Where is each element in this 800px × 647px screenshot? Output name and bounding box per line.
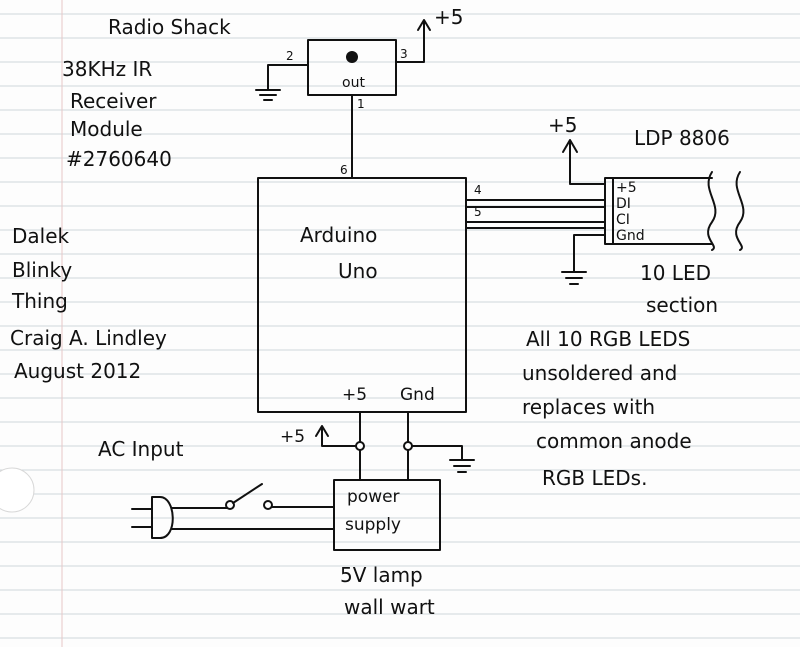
led-connector: [604, 177, 614, 245]
arduino-name: Arduino: [300, 223, 377, 247]
ir-module-label: Radio Shack 38KHz IR Receiver Module #27…: [62, 15, 231, 171]
ir-supply-label: +5: [434, 5, 463, 29]
led-supply-label: +5: [548, 113, 577, 137]
note-line3: replaces with: [522, 395, 655, 419]
power-section: AC Input power supply +5 5V lamp w: [98, 411, 475, 619]
ir-pin-ground: 2: [286, 49, 294, 63]
led-section-line1: 10 LED: [640, 261, 711, 285]
plus5-tap-label: +5: [280, 427, 305, 447]
ir-ground-wire: [267, 64, 309, 91]
title-line1: Dalek: [12, 224, 70, 248]
ir-label-line5: #2760640: [66, 147, 172, 171]
arduino-power-pin: +5: [342, 385, 367, 405]
ir-ground-symbol: [255, 89, 281, 101]
led-pin-ground: Gnd: [616, 228, 645, 244]
led-ground-wire: [573, 234, 606, 273]
ac-input-label: AC Input: [98, 437, 184, 461]
arduino-model: Uno: [338, 259, 378, 283]
ir-supply-arrow: [417, 19, 431, 31]
ground-node: [403, 441, 413, 451]
plus5-tap-arrow: [315, 425, 329, 437]
ground-tap-symbol: [449, 459, 475, 473]
led-ground-symbol: [561, 271, 587, 285]
ir-out-label: out: [342, 75, 365, 91]
binder-hole: [0, 467, 35, 513]
led-pin-supply: +5: [616, 180, 637, 196]
strip-break-1: [707, 171, 717, 251]
led-pin-clock: CI: [616, 212, 630, 228]
supply-caption-line2: wall wart: [344, 595, 435, 619]
arduino-pin-ir: 6: [340, 163, 348, 177]
power-supply-line1: power: [347, 487, 400, 507]
arduino-body: [257, 177, 467, 413]
ir-supply-wire: [395, 21, 425, 63]
ac-plug-body: [151, 496, 174, 539]
switch-lever: [232, 483, 263, 504]
ir-label-line4: Module: [70, 117, 143, 141]
led-pin-data: DI: [616, 196, 631, 212]
ground-tap-wire: [411, 445, 463, 461]
title-line3: Thing: [11, 289, 68, 313]
arduino-pin-data: 4: [474, 183, 482, 197]
arduino-board: Arduino Uno 6 4 5 +5 Gnd: [257, 163, 482, 413]
note-line2: unsoldered and: [522, 361, 677, 385]
plus5-tap-wire: [321, 427, 357, 447]
ir-pin-out: 1: [357, 97, 365, 111]
led-data-wires: [465, 199, 606, 229]
ir-pin-supply: 3: [400, 47, 408, 61]
arduino-ground-pin: Gnd: [400, 385, 435, 405]
switch-contact-2: [263, 500, 273, 510]
title-block: Dalek Blinky Thing Craig A. Lindley Augu…: [10, 224, 167, 383]
arduino-pin-clock: 5: [474, 205, 482, 219]
ir-label-line3: Receiver: [70, 89, 157, 113]
led-supply-arrow: [562, 139, 578, 153]
led-part-name: LDP 8806: [634, 126, 730, 150]
strip-break-2: [735, 171, 745, 251]
ir-receiver: out 2 3 +5 1: [255, 5, 463, 179]
note-line5: RGB LEDs.: [542, 466, 647, 490]
ir-sensor-lens: [346, 51, 358, 63]
title-author: Craig A. Lindley: [10, 326, 167, 350]
power-supply-line2: supply: [345, 515, 401, 535]
note-line4: common anode: [536, 429, 692, 453]
modification-note: All 10 RGB LEDS unsoldered and replaces …: [522, 327, 692, 490]
title-line2: Blinky: [12, 258, 72, 282]
power-supply-box: [333, 479, 441, 551]
plus5-node: [355, 441, 365, 451]
ir-label-line2: 38KHz IR: [62, 57, 152, 81]
led-section-line2: section: [646, 293, 718, 317]
led-supply-wire: [569, 141, 606, 185]
title-date: August 2012: [14, 359, 141, 383]
led-strip: LDP 8806 +5 DI CI Gnd +5 10 LED section: [548, 113, 745, 317]
ir-label-line1: Radio Shack: [108, 15, 231, 39]
note-line1: All 10 RGB LEDS: [526, 327, 690, 351]
supply-caption-line1: 5V lamp: [340, 563, 423, 587]
